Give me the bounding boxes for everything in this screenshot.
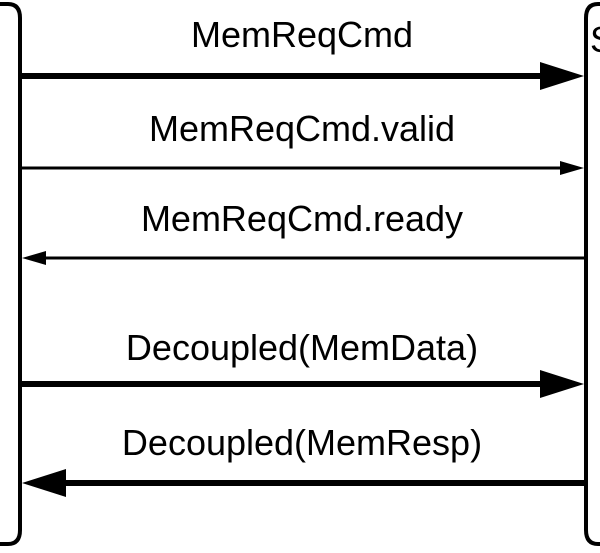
signal-decoupled-memresp: Decoupled(MemResp) xyxy=(22,422,586,497)
signal-decoupled-memdata: Decoupled(MemData) xyxy=(20,327,584,398)
signal-label-memreqcmd: MemReqCmd xyxy=(191,14,413,55)
arrowhead-left-icon xyxy=(22,251,46,265)
right-module-label: S xyxy=(590,19,600,60)
arrowhead-left-icon xyxy=(22,469,66,497)
signal-label-decoupled-memdata: Decoupled(MemData) xyxy=(126,327,478,368)
arrowhead-right-icon xyxy=(540,370,584,398)
signal-label-decoupled-memresp: Decoupled(MemResp) xyxy=(122,422,482,463)
arrowhead-right-icon xyxy=(560,161,584,175)
arrowhead-right-icon xyxy=(540,62,584,90)
signal-label-memreqcmd-ready: MemReqCmd.ready xyxy=(141,198,463,239)
signal-memreqcmd-ready: MemReqCmd.ready xyxy=(22,198,584,265)
signal-memreqcmd-valid: MemReqCmd.valid xyxy=(20,108,584,175)
right-module-block xyxy=(584,1,600,546)
left-module-block xyxy=(0,1,22,546)
signal-label-memreqcmd-valid: MemReqCmd.valid xyxy=(149,108,455,149)
signal-memreqcmd: MemReqCmd xyxy=(20,14,584,90)
